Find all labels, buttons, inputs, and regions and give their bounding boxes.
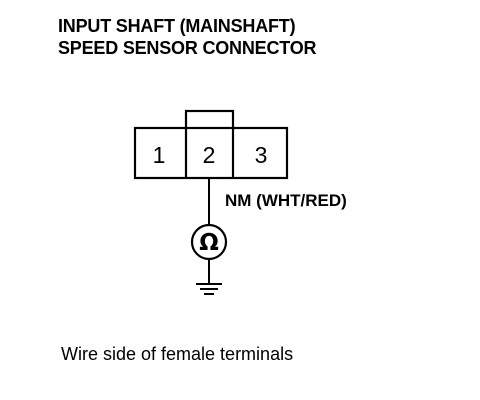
title-line-2: SPEED SENSOR CONNECTOR bbox=[58, 38, 317, 58]
ohm-symbol: Ω bbox=[199, 230, 219, 256]
connector-lock-tab bbox=[184, 109, 235, 131]
title-line-1: INPUT SHAFT (MAINSHAFT) bbox=[58, 16, 296, 36]
diagram-title: INPUT SHAFT (MAINSHAFT) SPEED SENSOR CON… bbox=[58, 15, 317, 59]
view-caption: Wire side of female terminals bbox=[61, 344, 294, 364]
wire-color-label: NM (WHT/RED) bbox=[225, 191, 347, 210]
terminal-3-label: 3 bbox=[255, 142, 268, 168]
terminal-2-label: 2 bbox=[203, 142, 216, 168]
ground-icon bbox=[196, 283, 222, 295]
ohmmeter-icon: Ω bbox=[190, 223, 228, 261]
connector bbox=[133, 109, 289, 180]
terminal-1-label: 1 bbox=[153, 142, 166, 168]
connector-housing bbox=[133, 126, 289, 180]
